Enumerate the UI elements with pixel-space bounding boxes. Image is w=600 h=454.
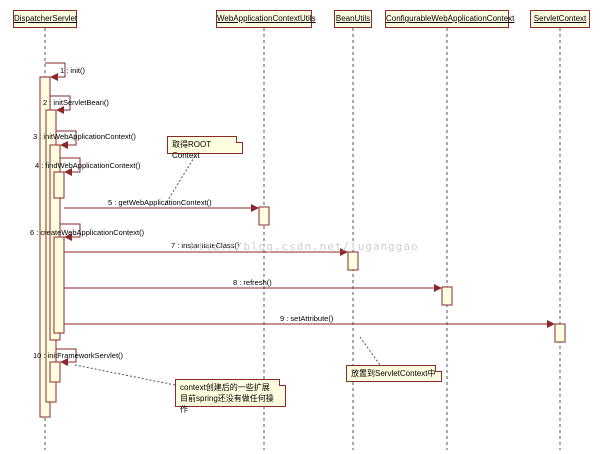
- lifeline-bean-utils: BeanUtils: [334, 10, 372, 28]
- activation-dispatcher-4: [53, 171, 65, 199]
- activation-wac-utils: [258, 206, 270, 226]
- note-context-extension: context创建后的一些扩展 目前spring还没有做任何操作: [175, 379, 286, 414]
- lifeline-bean-utils-label: BeanUtils: [335, 14, 371, 23]
- note-context-extension-line1: context创建后的一些扩展: [180, 383, 270, 392]
- note-root-context: 取得ROOT Context: [167, 136, 243, 160]
- activation-servlet-context: [554, 323, 566, 343]
- message-6-arrow: [60, 223, 81, 241]
- note-fold-icon: [435, 365, 442, 372]
- message-4-label: 4 : findWebApplicationContext(): [35, 161, 141, 170]
- watermark: http://blog.csdn.net/luganggao: [190, 240, 419, 253]
- lifeline-wac-utils-label: WebApplicationContextUtils: [217, 14, 316, 23]
- lifeline-configurable-web-application-context: ConfigurableWebApplicationContext: [385, 10, 514, 28]
- message-5-label: 5 : getWebApplicationContext(): [108, 198, 212, 207]
- lifeline-configurable-wac-label: ConfigurableWebApplicationContext: [386, 14, 515, 23]
- message-1-label: 1 : init(): [60, 66, 86, 75]
- message-7-label: 7 : instantiateClass(): [171, 241, 240, 250]
- note-fold-icon: [279, 379, 286, 386]
- message-4-arrow: [60, 157, 81, 176]
- note-fold-icon: [236, 136, 243, 143]
- note-put-servlet-context: 放置到ServletContext中: [346, 365, 442, 382]
- note-put-servlet-context-text: 放置到ServletContext中: [351, 369, 436, 378]
- message-3-label: 3 : initWebApplicationContext(): [33, 132, 136, 141]
- message-2-arrow: [50, 95, 71, 114]
- message-9-label: 9 : setAttribute(): [280, 314, 334, 323]
- activation-dispatcher-6: [53, 236, 65, 334]
- lifeline-servlet-context: ServletContext: [530, 10, 590, 28]
- note-servlet-context-connector: [359, 336, 381, 366]
- lifeline-servlet-context-label: ServletContext: [533, 14, 587, 23]
- message-1-arrow: [45, 62, 66, 81]
- message-10-arrow: [56, 348, 77, 366]
- message-10-label: 10 : initFrameworkServlet(): [33, 351, 124, 360]
- activation-dispatcher-10: [49, 361, 61, 383]
- activation-configurable-wac: [441, 286, 453, 306]
- lifeline-dispatcher-servlet: DispatcherServlet: [13, 10, 77, 28]
- lifeline-web-application-context-utils: WebApplicationContextUtils: [216, 10, 316, 28]
- activation-bean-utils: [347, 251, 359, 271]
- note-context-extension-line2: 目前spring还没有做任何操作: [180, 394, 274, 414]
- message-8-label: 8 : refresh(): [233, 278, 272, 287]
- message-2-label: 2 : initServletBean(): [43, 98, 109, 107]
- message-6-label: 6 : createWebApplicationContext(): [30, 228, 145, 237]
- message-3-arrow: [56, 130, 77, 149]
- note-root-connector: [164, 155, 196, 206]
- lifeline-dispatcher-label: DispatcherServlet: [14, 14, 78, 23]
- note-root-context-text: 取得ROOT Context: [172, 140, 211, 160]
- note-extension-connector: [74, 364, 176, 386]
